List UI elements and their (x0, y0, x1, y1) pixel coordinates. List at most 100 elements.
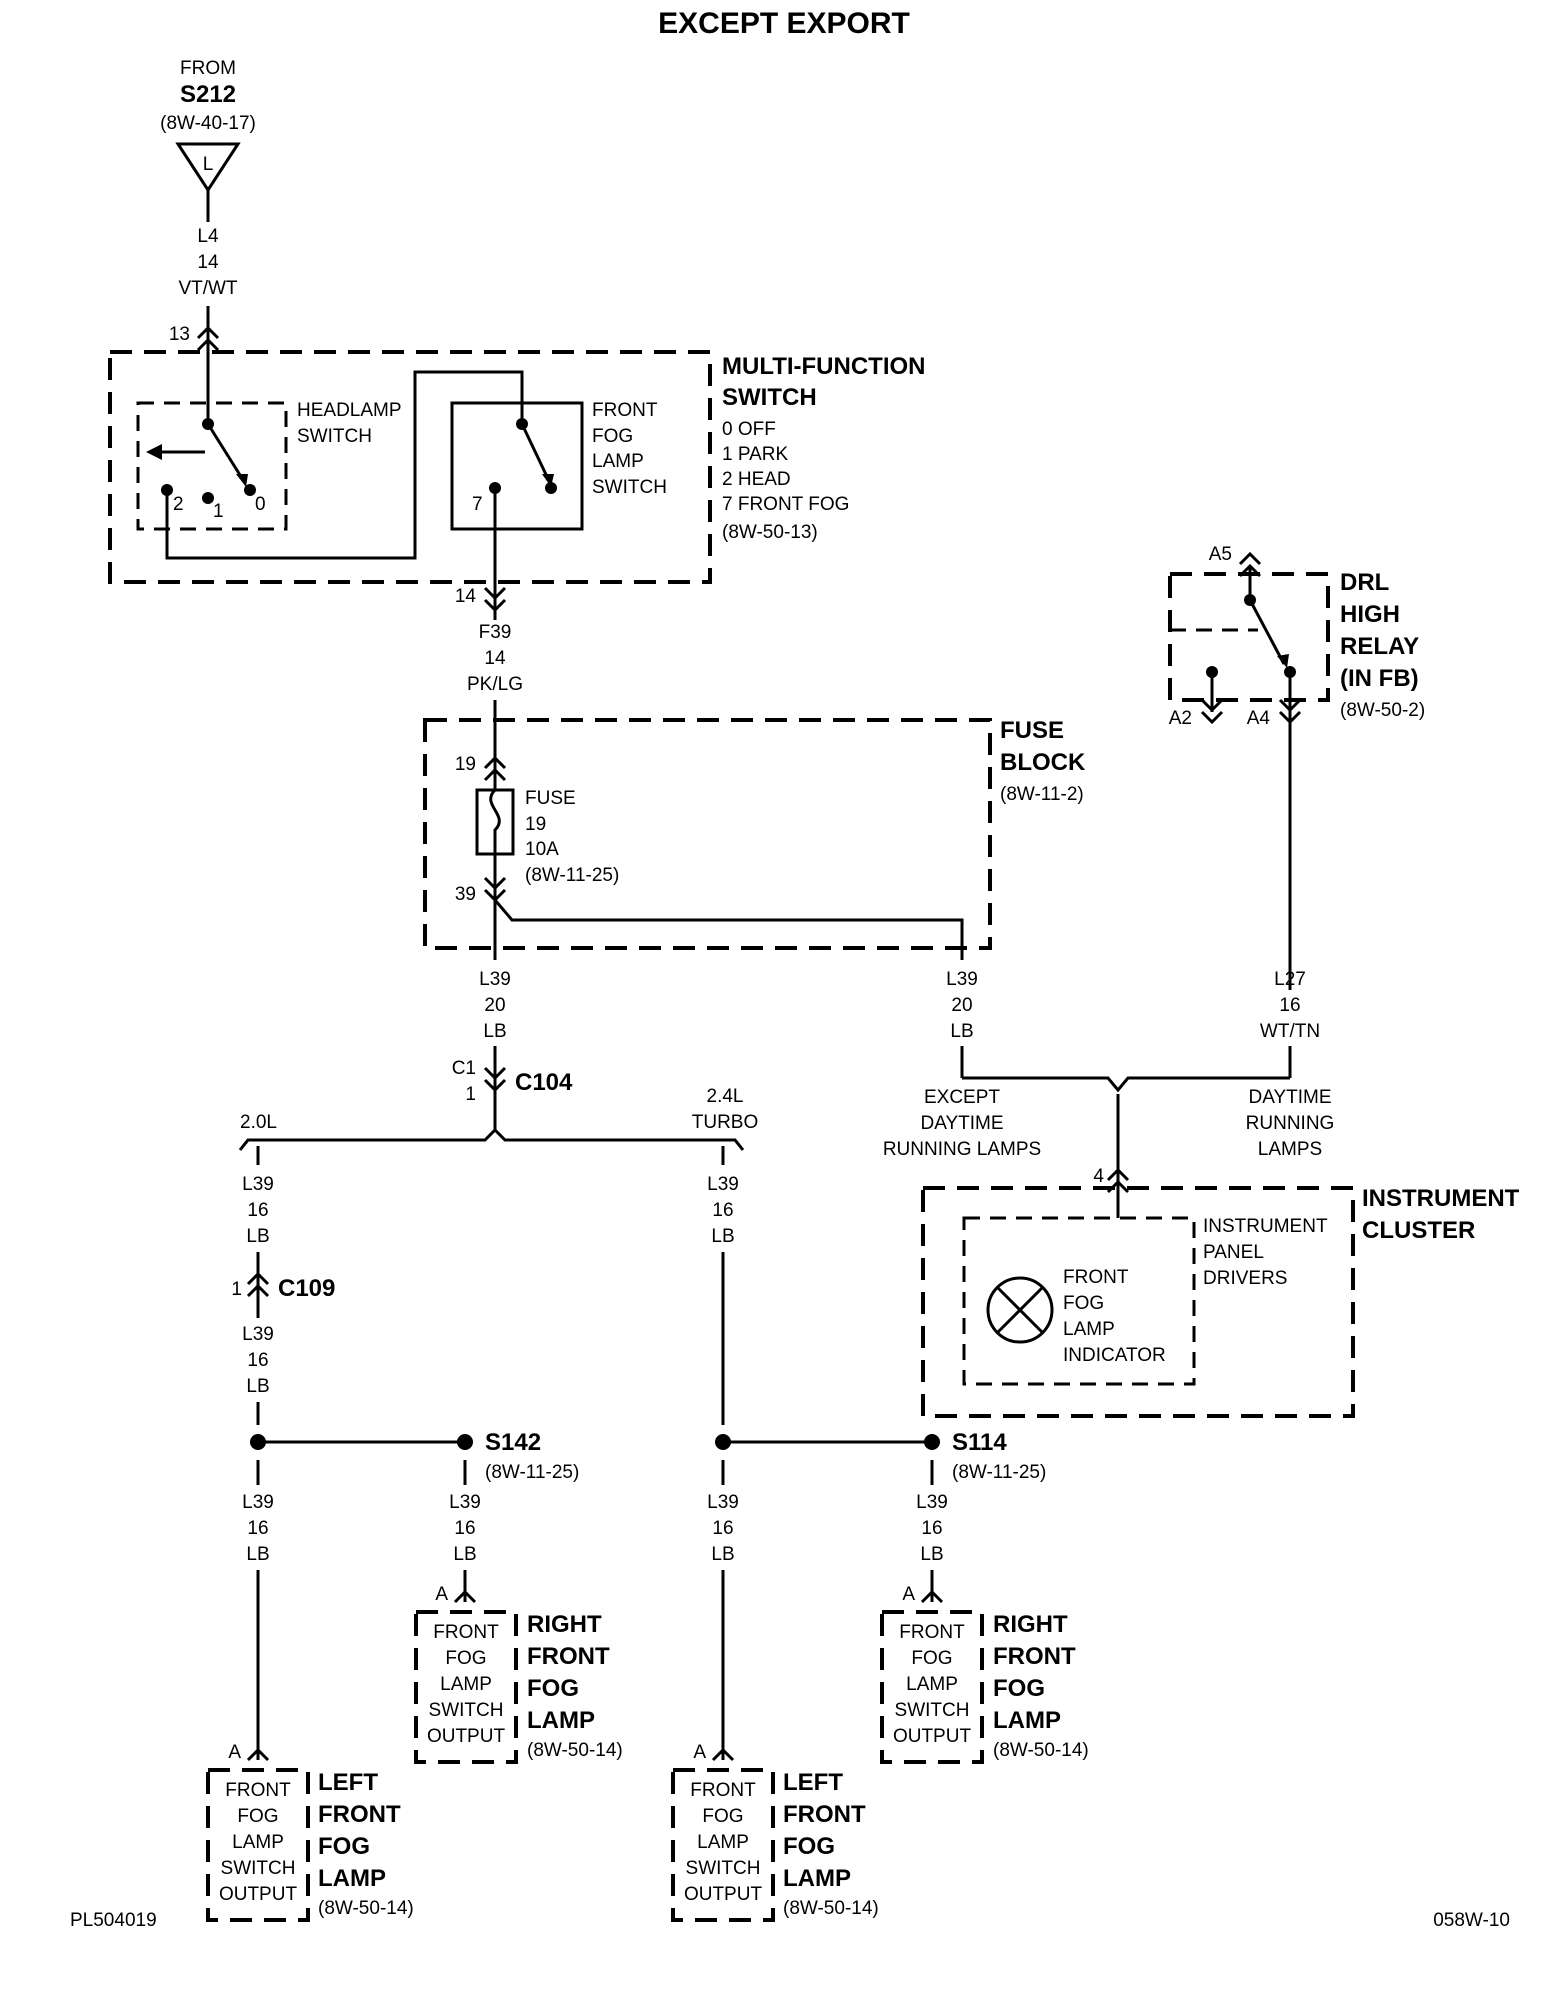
cluster-outline (921, 1186, 1355, 1418)
lamp-name-3: FOG (993, 1675, 1045, 1702)
lamp-name-3: FOG (527, 1675, 579, 1702)
option-text: DAYTIME (920, 1113, 1003, 1134)
lamp-box-text: FRONT (690, 1780, 756, 1801)
wire-color: LB (246, 1544, 269, 1565)
s142-name: S142 (485, 1429, 541, 1456)
wire-circuit: L39 (479, 969, 511, 990)
left-front-fog-lamp-2: A FRONT FOG LAMP SWITCH OUTPUT LEFT FRON… (671, 1742, 879, 1922)
drl-option-label: DAYTIME RUNNING LAMPS (1246, 1087, 1335, 1160)
fog-contact (545, 482, 557, 494)
wire-l39-6-label: L39 16 LB (707, 1492, 739, 1565)
s114-ref: (8W-11-25) (952, 1462, 1046, 1483)
wire-circuit: L27 (1274, 969, 1306, 990)
indicator-label-3: LAMP (1063, 1319, 1115, 1340)
lamp-box-text: SWITCH (895, 1700, 970, 1721)
fuse-block: FUSE BLOCK (8W-11-2) 19 FUSE 19 10A (8W-… (423, 717, 1086, 960)
mfs-ref: (8W-50-13) (722, 522, 818, 543)
connector-pin-symbol (246, 1747, 270, 1762)
left-arrow-icon (146, 444, 162, 460)
connector-pin-symbol (1278, 698, 1302, 725)
connector-pin-symbol (1200, 698, 1224, 725)
indicator-lamp-icon (986, 1276, 1054, 1344)
fuse-pin-39: 39 (455, 884, 476, 905)
wire-l39-2-label: L39 16 LB (242, 1324, 274, 1397)
drivers-label-3: DRIVERS (1203, 1268, 1287, 1289)
contact-label-1: 1 (213, 501, 224, 522)
wire-gauge: 16 (712, 1200, 733, 1221)
right-front-fog-lamp-1: A FRONT FOG LAMP SWITCH OUTPUT RIGHT FRO… (414, 1584, 623, 1764)
c104-name: C104 (515, 1069, 573, 1096)
lamp-name-3: FOG (783, 1833, 835, 1860)
wire-circuit: L39 (242, 1324, 274, 1345)
lamp-box-text: FOG (702, 1806, 743, 1827)
lamp-ref: (8W-50-14) (318, 1898, 414, 1919)
right-front-fog-lamp-2: A FRONT FOG LAMP SWITCH OUTPUT RIGHT FRO… (880, 1584, 1089, 1764)
drl-ref: (8W-50-2) (1340, 700, 1425, 721)
lamp-pin: A (902, 1584, 915, 1605)
instrument-cluster: 4 INSTRUMENT CLUSTER INSTRUMENT PANEL DR… (921, 1166, 1520, 1418)
option-bus-engine (238, 1127, 745, 1151)
wire-gauge: 16 (1279, 995, 1300, 1016)
s142-ref: (8W-11-25) (485, 1462, 579, 1483)
wire-color: LB (711, 1226, 734, 1247)
drivers-label-2: PANEL (1203, 1242, 1264, 1263)
fog-switch-outline (450, 401, 584, 531)
lamp-ref: (8W-50-14) (993, 1740, 1089, 1761)
wire-fuse-branch (493, 899, 964, 960)
lamp-name-4: LAMP (527, 1707, 595, 1734)
lamp-box-text: FOG (911, 1648, 952, 1669)
footer-right-code: 058W-10 (1433, 1910, 1510, 1931)
connector-pin-symbol (246, 1271, 270, 1298)
indicator-label-2: FOG (1063, 1293, 1104, 1314)
connector-pin-symbol (483, 586, 507, 613)
drl-high-relay: DRL HIGH RELAY (IN FB) (8W-50-2) A5 A2 A… (1168, 544, 1425, 990)
c104-pin-c1: C1 (452, 1058, 476, 1079)
wire-l39-1-label: L39 16 LB (242, 1174, 274, 1247)
wire-gauge: 16 (454, 1518, 475, 1539)
wire-l39-b-label: L39 20 LB (946, 969, 978, 1042)
wire-color: PK/LG (467, 674, 523, 695)
diagram-title: EXCEPT EXPORT (658, 7, 910, 40)
lamp-box-text: FOG (445, 1648, 486, 1669)
wire-gauge: 20 (951, 995, 972, 1016)
fog-switch-label-3: LAMP (592, 451, 644, 472)
contact-label-7: 7 (472, 494, 483, 515)
wire-gauge: 16 (921, 1518, 942, 1539)
lamp-name-2: FRONT (783, 1801, 866, 1828)
wire-color: LB (453, 1544, 476, 1565)
source-from-label: FROM (180, 58, 236, 79)
footer-left-code: PL504019 (70, 1910, 157, 1931)
drivers-label-1: INSTRUMENT (1203, 1216, 1328, 1237)
wire-gauge: 16 (247, 1200, 268, 1221)
headlamp-switch-label-1: HEADLAMP (297, 400, 402, 421)
cluster-name-1: INSTRUMENT (1362, 1185, 1520, 1212)
source-ref: (8W-40-17) (160, 113, 256, 134)
wire-circuit: L39 (242, 1174, 274, 1195)
cluster-name-2: CLUSTER (1362, 1217, 1475, 1244)
lamp-box-text: FRONT (225, 1780, 291, 1801)
mfs-pos-1: 1 PARK (722, 444, 789, 465)
lamp-box-text: SWITCH (686, 1858, 761, 1879)
drl-name-2: HIGH (1340, 601, 1400, 628)
lamp-pin: A (228, 1742, 241, 1763)
panel-drivers-outline (962, 1216, 1196, 1386)
wire-gauge: 16 (247, 1350, 268, 1371)
mfs-internal-wire (165, 370, 524, 560)
lamp-box (206, 1768, 310, 1922)
option-text: DAYTIME (1248, 1087, 1331, 1108)
fuse-block-name-1: FUSE (1000, 717, 1064, 744)
lamp-box-text: OUTPUT (893, 1726, 972, 1747)
wire-l39-3-label: L39 16 LB (242, 1492, 274, 1565)
option-text: EXCEPT (924, 1087, 1000, 1108)
wire-color: LB (246, 1226, 269, 1247)
mfs-pin-14: 14 (455, 586, 477, 607)
mfs-pos-2: 2 HEAD (722, 469, 791, 490)
lamp-box-text: FRONT (899, 1622, 965, 1643)
connector-pin-symbol (711, 1747, 735, 1762)
wire-gauge: 16 (247, 1518, 268, 1539)
contact-label-0: 0 (255, 494, 266, 515)
connector-pin-symbol (453, 1589, 477, 1604)
lamp-box (414, 1610, 518, 1764)
c109-name: C109 (278, 1275, 335, 1302)
